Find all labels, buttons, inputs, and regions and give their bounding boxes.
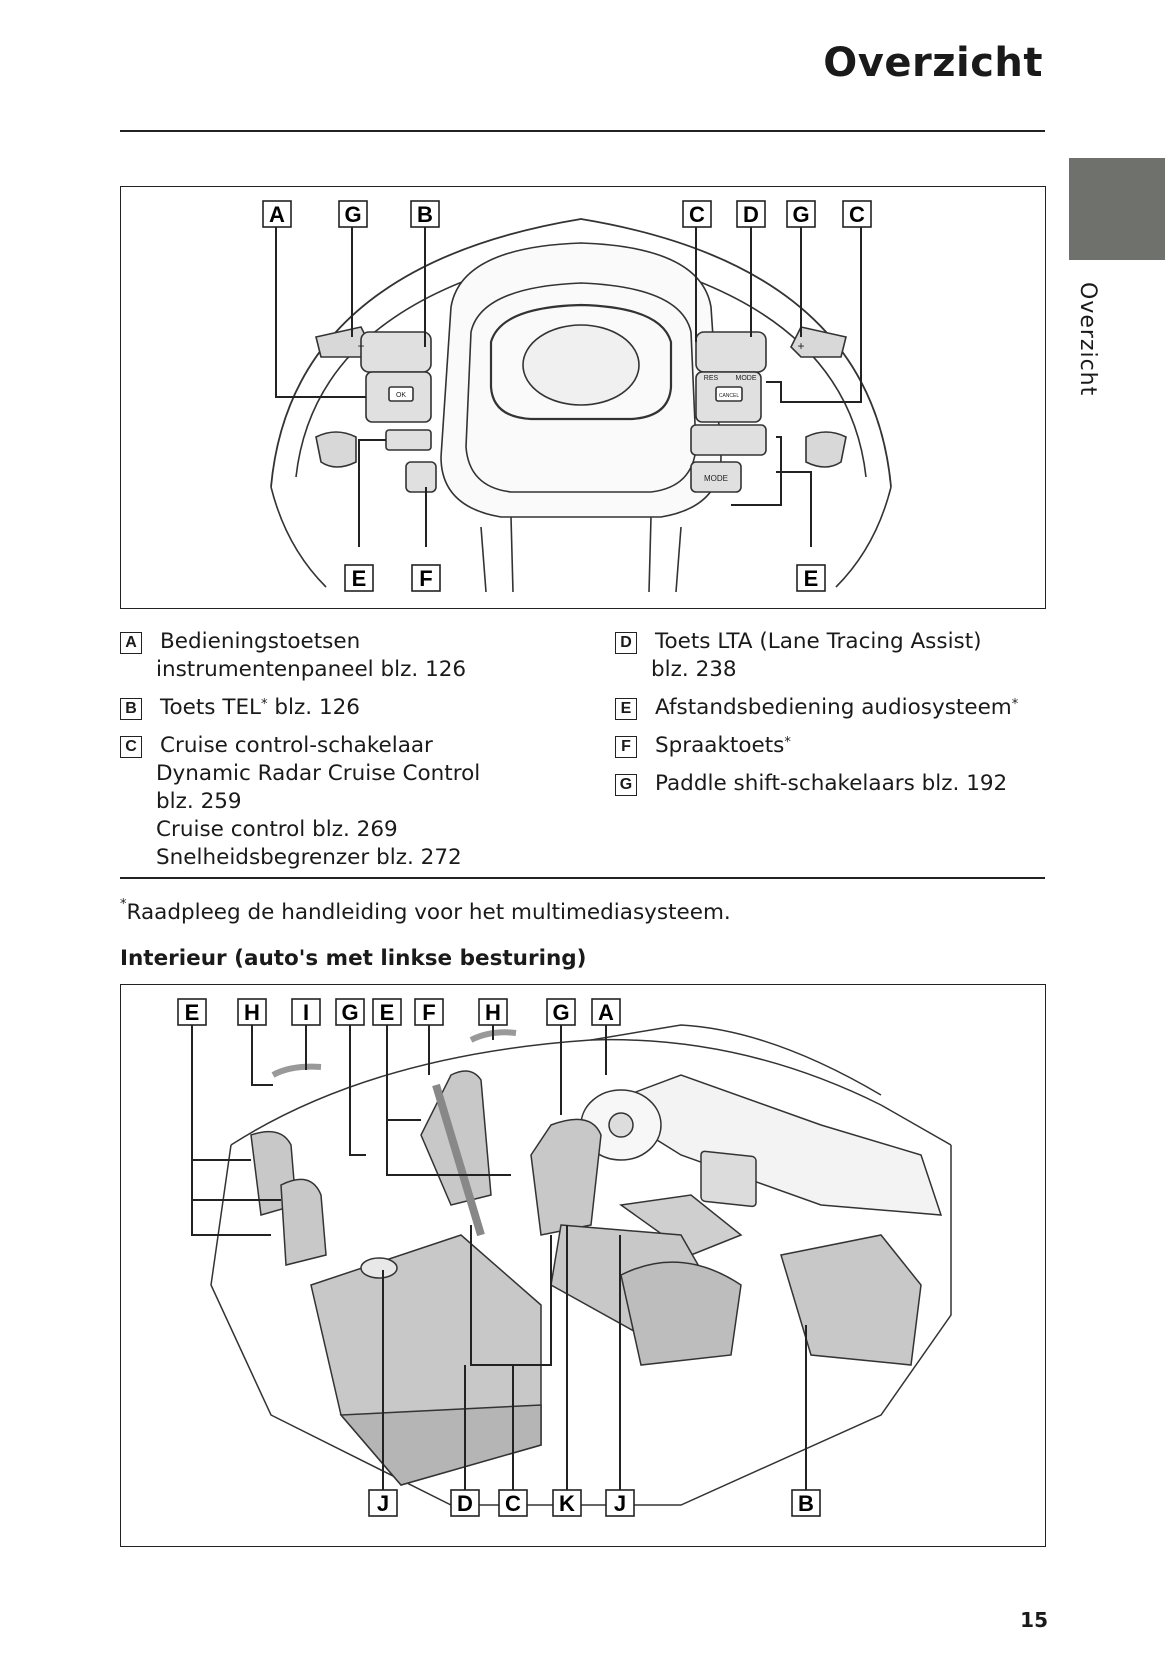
legend-text: Toets TEL xyxy=(160,695,262,720)
legend-key: A xyxy=(120,632,142,654)
label-G: G xyxy=(341,1000,358,1025)
legend-key: C xyxy=(120,736,142,758)
legend-key: D xyxy=(615,632,637,654)
legend-text: Bedieningstoetsen xyxy=(160,629,361,654)
figure1-bottom-labels: E F E xyxy=(344,564,826,592)
interior-figure: E H I G E F H G A J D C K xyxy=(120,984,1046,1547)
legend-item-G: G Paddle shift-schakelaars blz. 192 xyxy=(615,770,1055,798)
legend-item-F: F Spraaktoets* xyxy=(615,732,1055,760)
label-C: C xyxy=(689,202,705,227)
label-K: K xyxy=(559,1491,575,1516)
interior-diagram: E H I G E F H G A J D C K xyxy=(177,998,952,1517)
label-B: B xyxy=(798,1491,814,1516)
label-E: E xyxy=(185,1000,200,1025)
section-tab-label: Overzicht xyxy=(1075,282,1100,397)
res-button-text: RES xyxy=(704,375,719,382)
label-H: H xyxy=(485,1000,501,1025)
label-G: G xyxy=(792,202,809,227)
figure1-top-labels: A G B C D G C xyxy=(262,200,872,228)
figure2-bottom-labels: J D C K J B xyxy=(368,1489,821,1517)
legend-key: F xyxy=(615,736,637,758)
footnote-mark: * xyxy=(120,897,127,912)
legend-text: Spraaktoets xyxy=(655,733,785,758)
label-F: F xyxy=(419,566,432,591)
paddle-minus-text: − xyxy=(357,339,364,353)
page-number: 15 xyxy=(1020,1608,1048,1632)
footnote: *Raadpleeg de handleiding voor het multi… xyxy=(120,897,731,925)
label-C: C xyxy=(505,1491,521,1516)
header-rule xyxy=(120,130,1045,132)
label-E: E xyxy=(352,566,367,591)
legend-text: blz. 259 xyxy=(156,789,242,814)
footnote-text: Raadpleeg de handleiding voor het multim… xyxy=(126,900,731,925)
legend-item-D: D Toets LTA (Lane Tracing Assist) blz. 2… xyxy=(615,628,1055,684)
cancel-button-text: CANCEL xyxy=(719,393,740,399)
section-tab xyxy=(1069,158,1165,260)
label-G: G xyxy=(552,1000,569,1025)
label-J: J xyxy=(614,1491,626,1516)
legend-left: A Bedieningstoetsen instrumentenpaneel b… xyxy=(120,628,580,882)
mode-button-text: MODE xyxy=(704,474,728,483)
legend-text: Afstandsbediening audiosysteem xyxy=(655,695,1012,720)
figure2-top-labels: E H I G E F H G A xyxy=(177,998,621,1026)
legend-item-B: B Toets TEL* blz. 126 xyxy=(120,694,580,722)
legend-rule xyxy=(120,877,1045,879)
label-A: A xyxy=(269,202,285,227)
label-G: G xyxy=(344,202,361,227)
legend-key: E xyxy=(615,698,637,720)
asterisk: * xyxy=(1011,697,1019,712)
legend-key: B xyxy=(120,698,142,720)
legend-text: Snelheidsbegrenzer blz. 272 xyxy=(156,845,462,870)
steering-wheel-diagram: OK RES MODE CANCEL MODE + − A G xyxy=(262,200,892,593)
legend-text: blz. 126 xyxy=(267,695,360,720)
label-A: A xyxy=(598,1000,614,1025)
legend-item-E: E Afstandsbediening audiosysteem* xyxy=(615,694,1055,722)
paddle-plus-text: + xyxy=(797,339,804,353)
legend-key: G xyxy=(615,774,637,796)
label-J: J xyxy=(377,1491,389,1516)
label-D: D xyxy=(457,1491,473,1516)
label-I: I xyxy=(303,1000,309,1025)
legend-text: Cruise control-schakelaar xyxy=(160,733,433,758)
ok-button-text: OK xyxy=(396,392,406,399)
label-H: H xyxy=(244,1000,260,1025)
section-heading: Interieur (auto's met linkse besturing) xyxy=(120,946,587,971)
mode-small-text: MODE xyxy=(736,375,757,382)
legend-text: Dynamic Radar Cruise Control xyxy=(156,761,481,786)
legend-right: D Toets LTA (Lane Tracing Assist) blz. 2… xyxy=(615,628,1055,808)
label-F: F xyxy=(422,1000,435,1025)
label-C: C xyxy=(849,202,865,227)
legend-item-A: A Bedieningstoetsen instrumentenpaneel b… xyxy=(120,628,580,684)
asterisk: * xyxy=(261,697,268,712)
legend-text: instrumentenpaneel blz. 126 xyxy=(156,657,467,682)
label-B: B xyxy=(417,202,433,227)
steering-wheel-figure: OK RES MODE CANCEL MODE + − A G xyxy=(120,186,1046,609)
page-title: Overzicht xyxy=(823,40,1043,86)
legend-text: Cruise control blz. 269 xyxy=(156,817,398,842)
legend-text: blz. 238 xyxy=(651,657,737,682)
legend-text: Toets LTA (Lane Tracing Assist) xyxy=(655,629,982,654)
legend-text: Paddle shift-schakelaars blz. 192 xyxy=(655,771,1008,796)
label-E: E xyxy=(804,566,819,591)
asterisk: * xyxy=(784,735,791,750)
label-E: E xyxy=(380,1000,395,1025)
label-D: D xyxy=(743,202,759,227)
legend-item-C: C Cruise control-schakelaar Dynamic Rada… xyxy=(120,732,580,872)
